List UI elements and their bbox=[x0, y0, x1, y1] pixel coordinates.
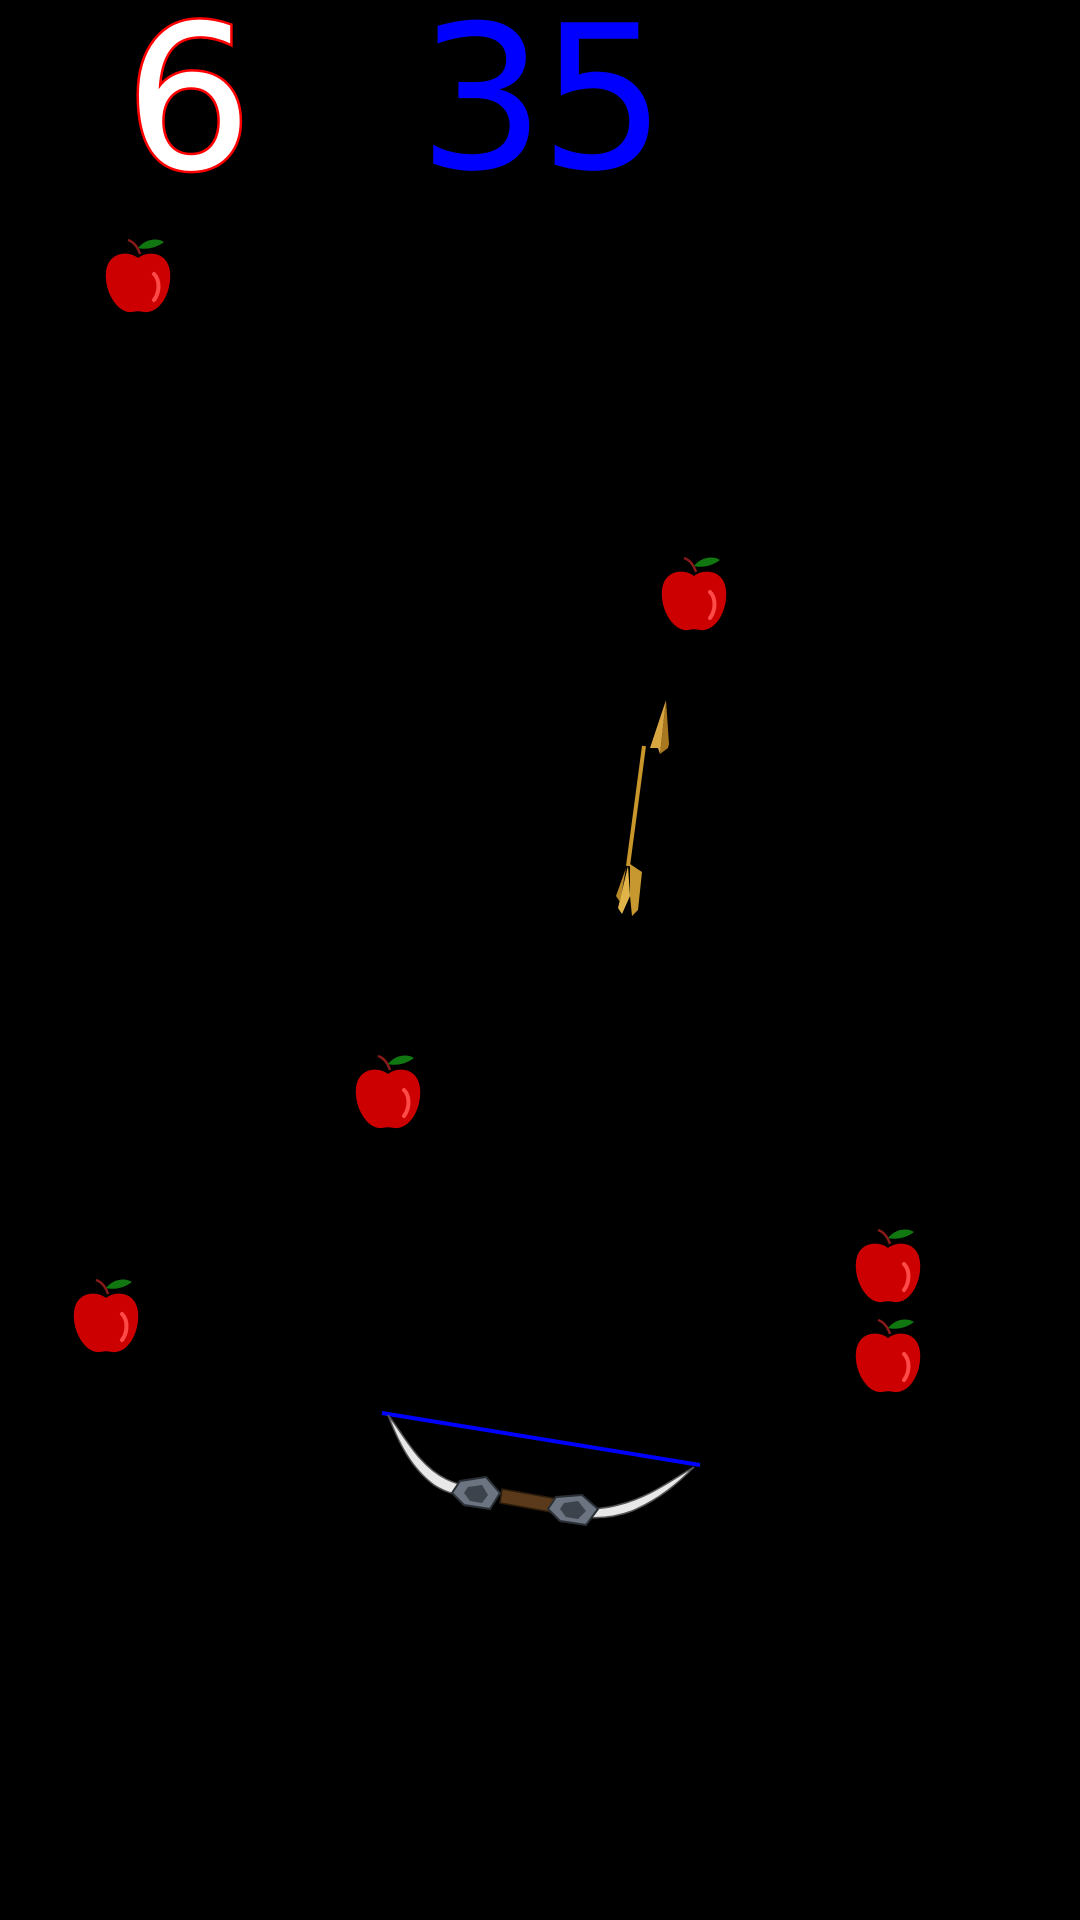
score-counter: 35 bbox=[418, 0, 666, 216]
apple-icon bbox=[73, 1278, 139, 1353]
apple-icon bbox=[355, 1054, 421, 1129]
arrow-icon bbox=[616, 700, 669, 916]
bow-icon[interactable] bbox=[374, 1405, 704, 1535]
apple-icon bbox=[855, 1318, 921, 1393]
apple-icon bbox=[105, 238, 171, 313]
apple-icon bbox=[855, 1228, 921, 1303]
arrows-remaining-counter: 6 bbox=[122, 0, 254, 216]
apple-icon bbox=[661, 556, 727, 631]
